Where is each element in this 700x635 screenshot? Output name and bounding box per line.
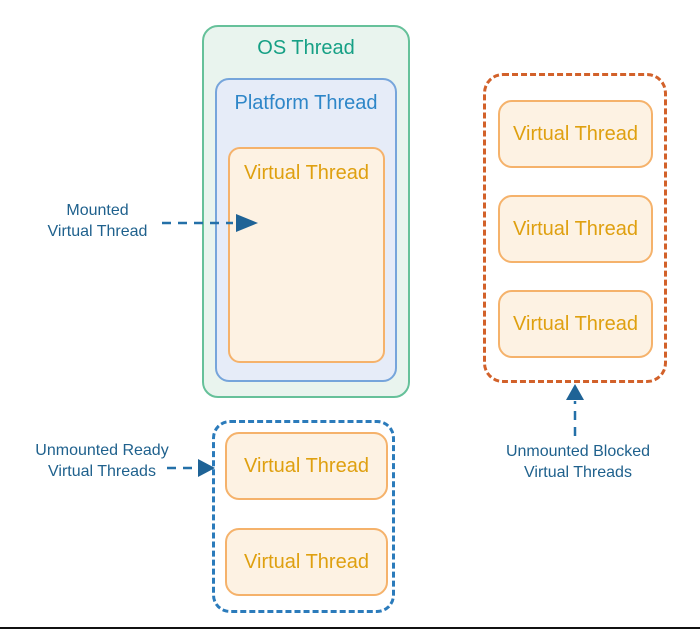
blocked-virtual-thread-3: Virtual Thread [498,290,653,358]
blocked-annotation-line1: Unmounted Blocked [505,443,651,460]
blocked-virtual-thread-2: Virtual Thread [498,195,653,263]
ready-annotation-line2: Virtual Threads [48,463,156,480]
blocked-arrowhead-icon [566,384,584,400]
mounted-annotation-line2: Virtual Thread [47,223,148,240]
ready-annotation-line1: Unmounted Ready [35,442,169,459]
blocked-annotation: Unmounted Blocked Virtual Threads [480,441,676,483]
os-thread-label: OS Thread [257,37,355,59]
footer-divider [0,627,700,629]
platform-thread-label: Platform Thread [234,92,378,114]
ready-virtual-thread-2: Virtual Thread [225,528,388,596]
mounted-virtual-thread-box: Virtual Thread [228,147,385,363]
mounted-annotation: Mounted Virtual Thread [20,200,175,242]
blocked-virtual-thread-1: Virtual Thread [498,100,653,168]
ready-annotation: Unmounted Ready Virtual Threads [18,440,186,482]
blocked-arrow [566,384,584,436]
mounted-annotation-line1: Mounted [66,202,129,219]
blocked-annotation-line2: Virtual Threads [524,464,632,481]
mounted-virtual-thread-label: Virtual Thread [244,162,369,184]
ready-virtual-thread-1: Virtual Thread [225,432,388,500]
unmounted-ready-group-box: Virtual Thread Virtual Thread [212,420,395,613]
unmounted-blocked-group-box: Virtual Thread Virtual Thread Virtual Th… [483,73,667,383]
